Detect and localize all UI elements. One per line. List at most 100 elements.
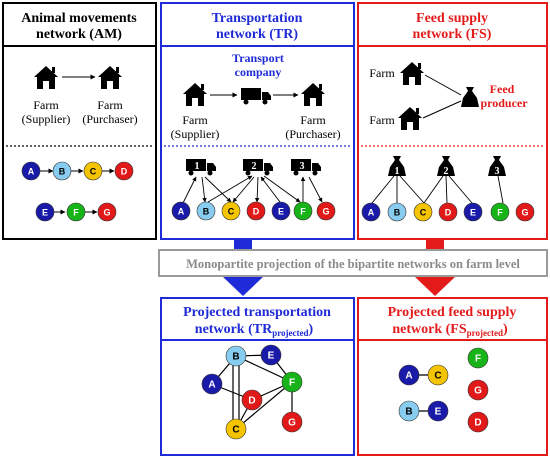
fs-node-a: A: [361, 202, 381, 222]
ptr-node-c-label: C: [232, 425, 239, 436]
tr-node-a-label: A: [178, 207, 185, 217]
ptr-node-b-label: B: [232, 352, 239, 363]
am-node-f-label: F: [73, 208, 79, 218]
pfs-node-c-label: C: [434, 371, 441, 382]
am-supplier-label2: (Supplier): [22, 112, 71, 126]
pfs-node-e: E: [427, 400, 449, 422]
ptr-node-e-label: E: [268, 351, 275, 362]
fs-node-d-label: D: [445, 208, 452, 218]
fs-producer-label2: producer: [480, 96, 528, 110]
ptr-node-g-label: G: [288, 418, 296, 429]
am-node-f: F: [66, 202, 86, 222]
tr-node-e-label: E: [278, 207, 284, 217]
tr-node-g-label: G: [322, 207, 329, 217]
am-purchaser-label1: Farm: [97, 98, 123, 112]
tr-bipartite-edges: [182, 175, 323, 204]
farm-nodes: A B C D E F G A B C D E F G A B C D E F G A B E F D C G A C B E F G D: [21, 161, 535, 440]
pfs-node-f: F: [467, 347, 489, 369]
am-node-g-label: G: [103, 208, 110, 218]
pfs-node-b-label: B: [405, 407, 412, 418]
fs-node-b-label: B: [394, 208, 401, 218]
projected-fs-panel: [357, 297, 548, 456]
am-title-line1: Animal movements: [21, 11, 137, 26]
am-node-b: B: [52, 161, 72, 181]
am-node-c-label: C: [90, 167, 97, 177]
tr-title-line2: network (TR): [216, 27, 298, 42]
pfs-node-g: G: [467, 379, 489, 401]
am-panel: [2, 2, 157, 240]
tr-purchaser-label2: (Purchaser): [285, 127, 340, 141]
tr-projection-arrow-head: [222, 276, 264, 296]
ptr-node-b: B: [225, 345, 247, 367]
projected-fs-title-line2: network (FSprojected): [392, 322, 508, 338]
ptr-node-c: C: [225, 418, 247, 440]
fs-node-e-label: E: [470, 208, 476, 218]
ptr-node-d: D: [241, 389, 263, 411]
pfs-node-d-label: D: [474, 418, 481, 429]
fs-node-c-label: C: [420, 208, 427, 218]
fs-node-a-label: A: [368, 208, 375, 218]
projection-label: Monopartite projection of the bipartite …: [186, 257, 520, 271]
pfs-node-d: D: [467, 411, 489, 433]
ptr-node-f-label: F: [289, 378, 295, 389]
tr-node-d-label: D: [253, 207, 260, 217]
am-node-b-label: B: [59, 167, 66, 177]
pfs-node-b: B: [398, 400, 420, 422]
ptr-node-d-label: D: [248, 396, 255, 407]
fs-title-line1: Feed supply: [416, 11, 488, 26]
fs-node-c: C: [413, 202, 433, 222]
tr-truck-3-label: 3: [300, 161, 305, 172]
tr-purchaser-label1: Farm: [300, 113, 326, 127]
am-node-e: E: [35, 202, 55, 222]
fs-bag-1-label: 1: [395, 166, 400, 177]
fs-node-g: G: [515, 202, 535, 222]
tr-supplier-label1: Farm: [182, 113, 208, 127]
tr-company-label1: Transport: [232, 51, 284, 65]
tr-node-b: B: [196, 201, 216, 221]
am-node-d-label: D: [121, 167, 128, 177]
am-node-e-label: E: [42, 208, 48, 218]
tr-node-c-label: C: [228, 207, 235, 217]
fs-projection-arrow-head: [414, 276, 456, 296]
fs-node-e: E: [463, 202, 483, 222]
projected-tr-title-line2: network (TRprojected): [195, 322, 314, 338]
pfs-node-e-label: E: [435, 407, 442, 418]
tr-node-b-label: B: [203, 207, 210, 217]
fs-node-b: B: [387, 202, 407, 222]
tr-node-f-label: F: [300, 207, 306, 217]
fs-producer-label1: Feed: [490, 82, 515, 96]
projected-tr-panel: [160, 297, 355, 456]
am-purchaser-label2: (Purchaser): [82, 112, 137, 126]
pfs-node-g-label: G: [474, 386, 482, 397]
fs-farm-top-label: Farm: [369, 66, 395, 80]
ptr-node-g: G: [281, 411, 303, 433]
tr-title-line1: Transportation: [212, 11, 303, 26]
ptr-node-f: F: [281, 371, 303, 393]
fs-node-d: D: [438, 202, 458, 222]
tr-node-c: C: [221, 201, 241, 221]
pfs-node-a: A: [398, 364, 420, 386]
tr-truck-2-label: 2: [252, 161, 257, 172]
fs-node-f-label: F: [497, 208, 503, 218]
tr-truck-1-label: 1: [195, 161, 200, 172]
am-node-c: C: [83, 161, 103, 181]
am-node-d: D: [114, 161, 134, 181]
tr-node-f: F: [293, 201, 313, 221]
am-node-a-label: A: [28, 167, 35, 177]
projected-tr-title-line1: Projected transportation: [183, 305, 331, 320]
am-supplier-label1: Farm: [33, 98, 59, 112]
tr-projection-arrow-shaft: [234, 239, 252, 250]
tr-supplier-label2: (Supplier): [171, 127, 220, 141]
fs-node-g-label: G: [521, 208, 528, 218]
ptr-node-a-label: A: [208, 380, 215, 391]
projected-fs-title-line1: Projected feed supply: [388, 305, 517, 320]
tr-node-g: G: [316, 201, 336, 221]
pfs-node-f-label: F: [475, 354, 481, 365]
ptr-node-a: A: [201, 373, 223, 395]
fs-title-line2: network (FS): [413, 27, 492, 42]
fs-bag-3-label: 3: [495, 166, 500, 177]
fs-bag-2-label: 2: [444, 166, 449, 177]
fs-farm-bottom-label: Farm: [369, 113, 395, 127]
fs-node-f: F: [490, 202, 510, 222]
